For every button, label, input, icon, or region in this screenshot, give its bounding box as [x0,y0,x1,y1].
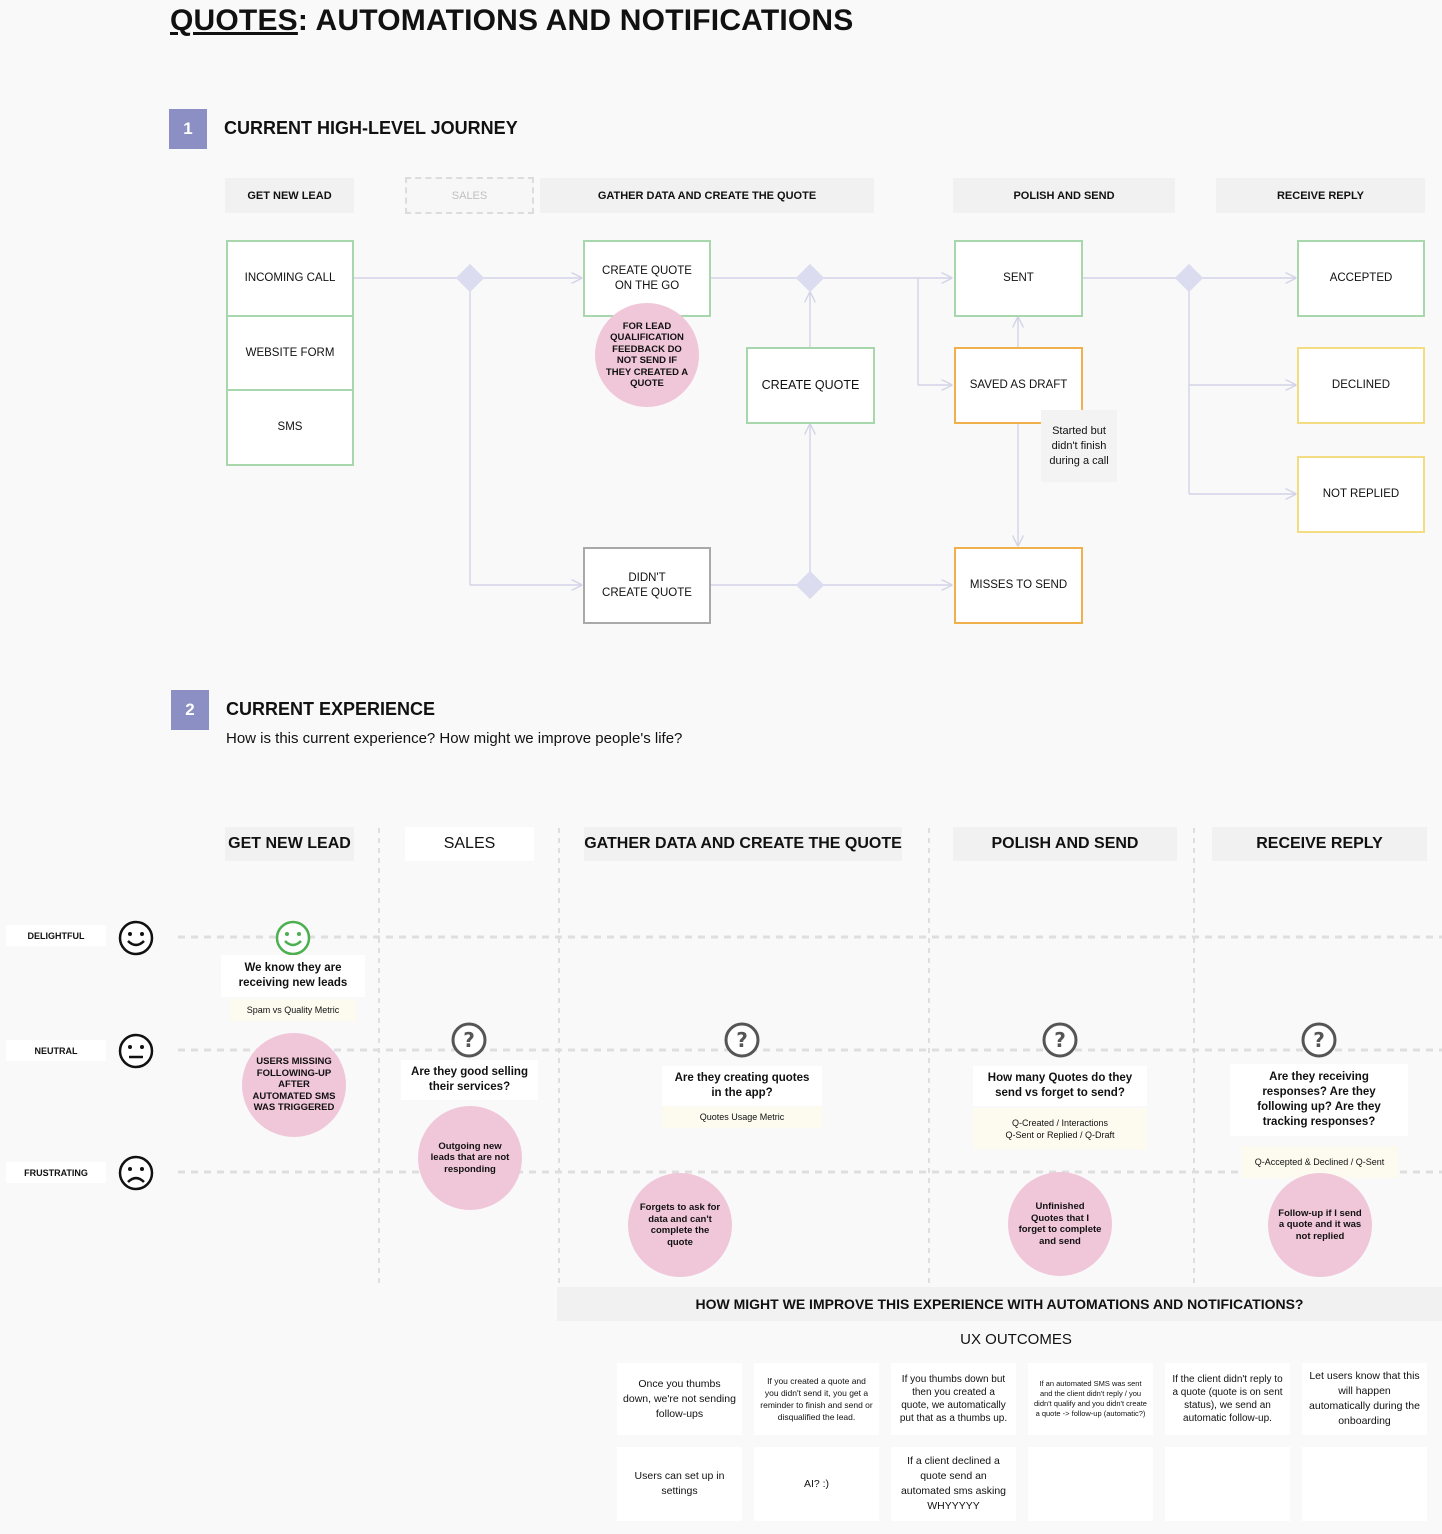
decision-diamond-create [795,263,825,293]
ux-outcomes-label: UX OUTCOMES [960,1330,1072,1348]
pain-missing-follow-up: USERS MISSING FOLLOWING-UP AFTER AUTOMAT… [242,1033,346,1137]
question-icon-polish: ? [1042,1022,1078,1058]
decision-diamond-didnt [795,570,825,600]
ux-card-6: Let users know that this will happen aut… [1302,1363,1427,1435]
level-neutral: NEUTRAL [6,1040,106,1061]
ux-card-4: If an automated SMS was sent and the cli… [1028,1363,1153,1435]
node-sms: SMS [226,389,354,466]
ux-card-2: If you created a quote and you didn't se… [754,1363,879,1435]
question-icon-gather: ? [724,1022,760,1058]
exp-phase-gather-data: GATHER DATA AND CREATE THE QUOTE [584,827,902,861]
phase-receive-reply: RECEIVE REPLY [1216,178,1425,213]
node-sent: SENT [954,240,1083,317]
node-accepted: ACCEPTED [1297,240,1425,317]
delightful-green-face-icon [275,920,311,956]
card-good-selling: Are they good selling their services? [401,1060,538,1100]
card-receiving-leads: We know they are receiving new leads [221,955,365,997]
ux-card-5: If the client didn't reply to a quote (q… [1165,1363,1290,1435]
svg-text:?: ? [736,1028,748,1052]
card-how-many-quotes: How many Quotes do they send vs forget t… [973,1066,1147,1106]
ux-card-empty-3 [1302,1447,1427,1521]
pain-follow-up-not-replied: Follow-up if I send a quote and it was n… [1268,1173,1372,1277]
level-delightful: DELIGHTFUL [6,925,106,946]
svg-text:?: ? [1313,1028,1325,1052]
exp-phase-polish-send: POLISH AND SEND [953,827,1177,861]
delightful-face-icon [118,920,154,956]
title-rest: : AUTOMATIONS AND NOTIFICATIONS [297,4,854,37]
metric-quote-ratios: Q-Created / Interactions Q-Sent or Repli… [973,1108,1147,1150]
svg-text:?: ? [463,1028,475,1052]
neutral-face-icon [118,1033,154,1069]
metric-quotes-usage: Quotes Usage Metric [662,1106,822,1128]
decision-diamond-lead [455,263,485,293]
metric-spam-quality: Spam vs Quality Metric [230,999,356,1021]
note-started-not-finished: Started but didn't finish during a call [1041,410,1117,482]
flow-connectors [354,263,1442,600]
phase-gather-data: GATHER DATA AND CREATE THE QUOTE [540,178,874,213]
node-website-form: WEBSITE FORM [226,315,354,392]
exp-phase-get-new-lead: GET NEW LEAD [225,827,354,861]
card-receiving-responses: Are they receiving responses? Are they f… [1230,1064,1408,1136]
ux-card-8: AI? :) [754,1447,879,1521]
ux-card-9: If a client declined a quote send an aut… [891,1447,1016,1521]
decision-diamond-reply [1174,263,1204,293]
exp-phase-receive-reply: RECEIVE REPLY [1212,827,1427,861]
section-2-title: CURRENT EXPERIENCE [226,699,436,719]
exp-phase-sales: SALES [405,827,534,861]
question-icon-reply: ? [1301,1022,1337,1058]
title-underlined: QUOTES [170,4,298,37]
node-misses-to-send: MISSES TO SEND [954,547,1083,624]
question-icon-sales: ? [451,1022,487,1058]
card-creating-quotes: Are they creating quotes in the app? [662,1066,822,1106]
ux-card-7: Users can set up in settings [617,1447,742,1521]
section-2-number: 2 [171,690,209,730]
page-title: QUOTES: AUTOMATIONS AND NOTIFICATIONS [170,4,854,38]
section-1-title: CURRENT HIGH-LEVEL JOURNEY [224,118,518,138]
node-didnt-create-quote: DIDN'T CREATE QUOTE [583,547,711,624]
pain-outgoing-leads: Outgoing new leads that are not respondi… [418,1106,522,1210]
section-2-subtitle: How is this current experience? How migh… [226,730,683,747]
note-lead-qualification-feedback: FOR LEAD QUALIFICATION FEEDBACK DO NOT S… [595,303,699,407]
ux-card-1: Once you thumbs down, we're not sending … [617,1363,742,1435]
ux-card-empty-2 [1165,1447,1290,1521]
svg-text:?: ? [1054,1028,1066,1052]
metric-accepted-declined: Q-Accepted & Declined / Q-Sent [1241,1146,1398,1178]
phase-sales: SALES [405,177,534,214]
level-frustrating: FRUSTRATING [6,1162,106,1183]
node-incoming-call: INCOMING CALL [226,240,354,317]
ux-card-empty-1 [1028,1447,1153,1521]
frustrated-face-icon [118,1155,154,1191]
node-create-quote: CREATE QUOTE [746,347,875,424]
pain-forgets-data: Forgets to ask for data and can't comple… [628,1173,732,1277]
phase-get-new-lead: GET NEW LEAD [225,178,354,213]
ux-card-3: If you thumbs down but then you created … [891,1363,1016,1435]
improve-banner: HOW MIGHT WE IMPROVE THIS EXPERIENCE WIT… [557,1287,1442,1321]
section-1-number: 1 [169,109,207,149]
node-declined: DECLINED [1297,347,1425,424]
phase-polish-send: POLISH AND SEND [953,178,1175,213]
node-not-replied: NOT REPLIED [1297,456,1425,533]
pain-unfinished-quotes: Unfinished Quotes that I forget to compl… [1008,1172,1112,1276]
